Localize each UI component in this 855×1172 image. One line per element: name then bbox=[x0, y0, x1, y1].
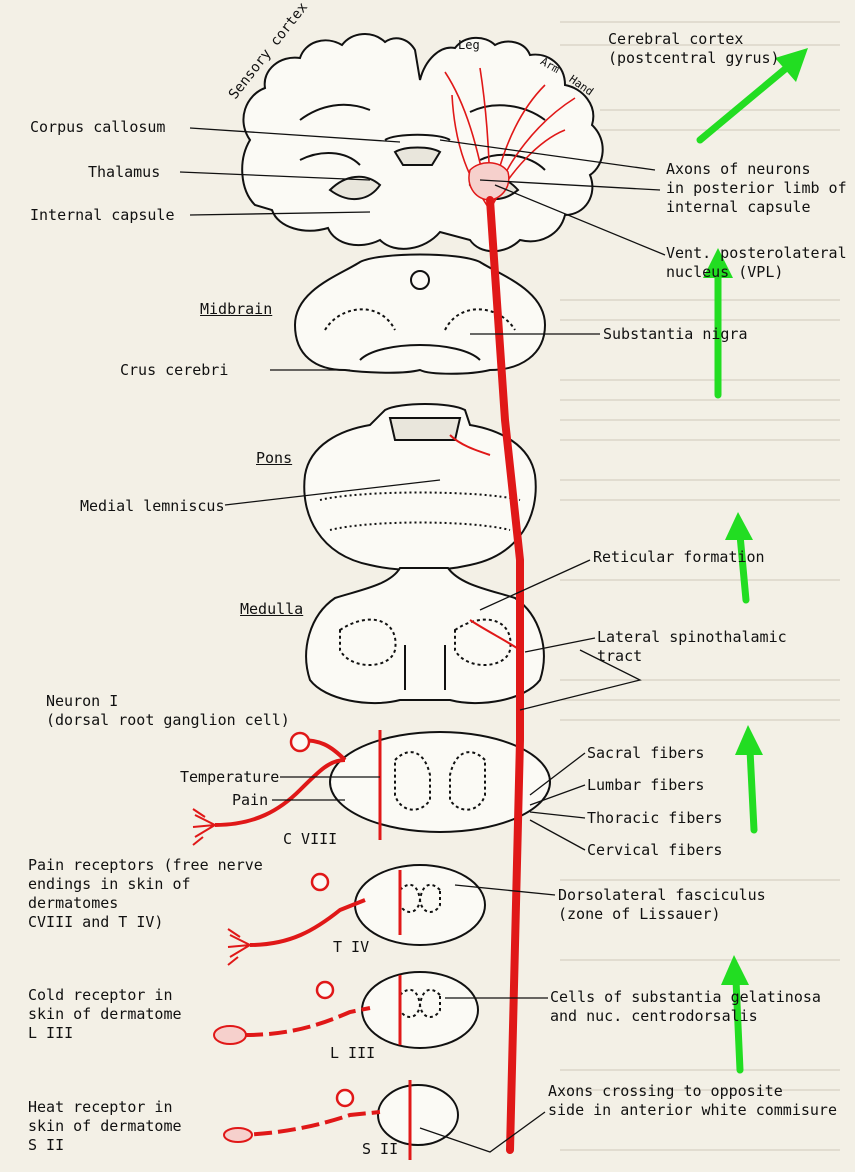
label-leg: Leg bbox=[458, 36, 480, 55]
label-substantia-nigra: Substantia nigra bbox=[603, 325, 748, 344]
label-vpl: Vent. posterolateral nucleus (VPL) bbox=[666, 244, 847, 282]
label-medial-lemniscus: Medial lemniscus bbox=[80, 497, 225, 516]
label-cerebral-cortex: Cerebral cortex (postcentral gyrus) bbox=[608, 30, 780, 68]
label-axons-crossing: Axons crossing to opposite side in anter… bbox=[548, 1082, 837, 1120]
label-reticular-formation: Reticular formation bbox=[593, 548, 765, 567]
green-arrow-3 bbox=[740, 535, 746, 600]
label-heat-receptor: Heat receptor in skin of dermatome S II bbox=[28, 1098, 182, 1155]
label-c-viii: C VIII bbox=[283, 830, 337, 849]
label-midbrain: Midbrain bbox=[200, 300, 272, 319]
label-pain-receptors: Pain receptors (free nerve endings in sk… bbox=[28, 856, 263, 932]
label-l-iii: L III bbox=[330, 1044, 375, 1063]
label-temperature: Temperature bbox=[180, 768, 279, 787]
label-corpus-callosum: Corpus callosum bbox=[30, 118, 165, 137]
label-cold-receptor: Cold receptor in skin of dermatome L III bbox=[28, 986, 182, 1043]
green-arrow-4 bbox=[750, 750, 754, 830]
medulla-section bbox=[306, 568, 544, 703]
label-lateral-spinothalamic-tract: Lateral spinothalamic tract bbox=[597, 628, 787, 666]
label-cervical-fibers: Cervical fibers bbox=[587, 841, 722, 860]
label-thoracic-fibers: Thoracic fibers bbox=[587, 809, 722, 828]
label-cells-substantia-gelatinosa: Cells of substantia gelatinosa and nuc. … bbox=[550, 988, 821, 1026]
green-arrow-3-head bbox=[725, 512, 753, 540]
pons-section bbox=[304, 404, 535, 570]
label-internal-capsule: Internal capsule bbox=[30, 206, 175, 225]
label-thalamus: Thalamus bbox=[88, 163, 160, 182]
label-sacral-fibers: Sacral fibers bbox=[587, 744, 704, 763]
label-dorsolateral-fasciculus: Dorsolateral fasciculus (zone of Lissaue… bbox=[558, 886, 766, 924]
green-arrow-4-head bbox=[735, 725, 763, 755]
midbrain-section bbox=[295, 255, 545, 374]
label-t-iv: T IV bbox=[333, 938, 369, 957]
green-arrow-1 bbox=[700, 65, 790, 140]
label-pons: Pons bbox=[256, 449, 292, 468]
label-medulla: Medulla bbox=[240, 600, 303, 619]
label-axons-posterior-limb: Axons of neurons in posterior limb of in… bbox=[666, 160, 847, 217]
label-crus-cerebri: Crus cerebri bbox=[120, 361, 228, 380]
label-s-ii: S II bbox=[362, 1140, 398, 1159]
label-lumbar-fibers: Lumbar fibers bbox=[587, 776, 704, 795]
label-neuron-i: Neuron I (dorsal root ganglion cell) bbox=[46, 692, 290, 730]
label-pain: Pain bbox=[232, 791, 268, 810]
